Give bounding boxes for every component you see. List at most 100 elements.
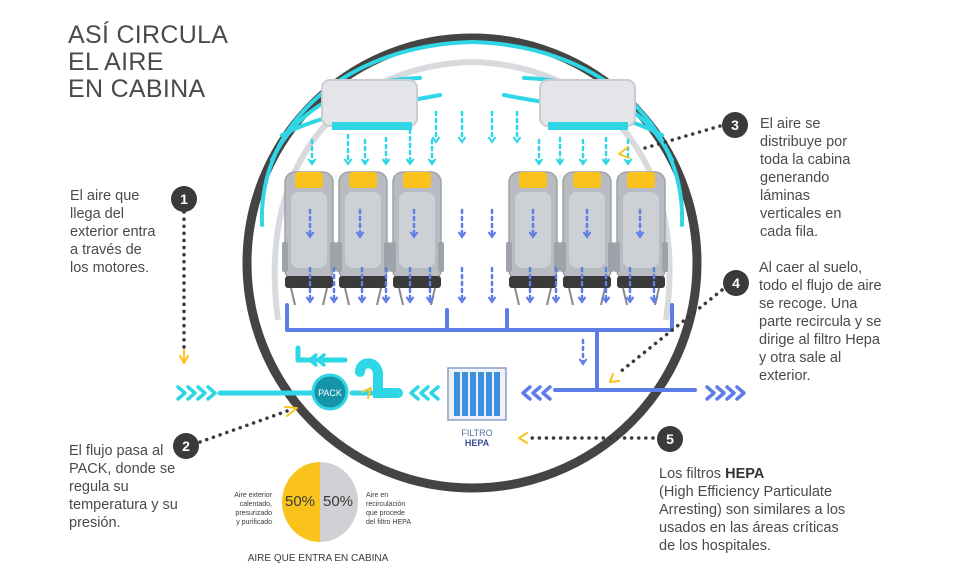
pack-label: PACK (318, 388, 342, 398)
step-4-text: Al caer al suelo, todo el flujo de aire … (759, 259, 882, 385)
step-3-text: El aire se distribuye por toda la cabina… (760, 115, 850, 241)
air-arrow (409, 208, 419, 239)
air-arrow (427, 138, 437, 166)
step-5-text: Los filtros HEPA (High Efficiency Partic… (659, 465, 845, 555)
step-3-line: verticales en (760, 206, 842, 222)
step-5-pre: Los filtros (659, 466, 726, 482)
pie-exterior-slice (282, 462, 320, 542)
callout-lines (182, 124, 724, 444)
air-arrow (405, 266, 415, 304)
step-2-badge: 2 (173, 433, 199, 459)
seat (336, 171, 390, 306)
air-arrow (601, 266, 611, 304)
step-5-line: de los hospitales. (659, 538, 772, 554)
air-arrow (431, 110, 441, 144)
air-arrow (528, 208, 538, 239)
step-5-badge: 5 (657, 426, 683, 452)
page-title: ASÍ CIRCULA EL AIRE EN CABINA (68, 22, 228, 103)
pie-recirc-desc-line: Aire en (366, 492, 388, 499)
title-line-1: ASÍ CIRCULA (68, 21, 229, 49)
air-arrow (329, 266, 339, 304)
step-1-line: exterior entra (70, 224, 156, 240)
air-arrow (601, 136, 611, 166)
step-5-line: usados en las áreas críticas (659, 520, 839, 536)
step-1-line: a través de (70, 242, 142, 258)
step-2-text: El flujo pasa al PACK, donde se regula s… (69, 442, 178, 532)
air-arrow (578, 338, 588, 366)
step-2-line: regula su (69, 479, 129, 495)
air-arrow (355, 208, 365, 239)
pack-unit (311, 373, 349, 411)
step-3-line: generando (760, 170, 830, 186)
title-line-3: EN CABINA (68, 75, 206, 103)
air-arrow (405, 128, 415, 166)
step-3-line: toda la cabina (760, 152, 851, 168)
step-4-line: se recoge. Una (759, 296, 858, 312)
step-1-line: los motores. (70, 260, 149, 276)
floor-return-duct (285, 303, 697, 392)
pie-recirc-desc-line: del filtro HEPA (366, 519, 411, 526)
step-3-line: El aire se (760, 116, 821, 132)
step-3-line: cada fila. (760, 224, 819, 240)
step-2-line: El flujo pasa al (69, 443, 164, 459)
air-arrow (381, 266, 391, 304)
step-5-line-1: Los filtros HEPA (659, 465, 845, 483)
air-arrow (457, 208, 467, 239)
step-4-line: todo el flujo de aire (759, 278, 882, 294)
air-arrow (487, 266, 497, 304)
step-3-line: distribuye por (760, 134, 848, 150)
air-arrow (551, 266, 561, 304)
air-arrow (582, 208, 592, 239)
title-line-2: EL AIRE (68, 48, 164, 76)
air-arrow (305, 208, 315, 239)
pie-exterior-desc-line: calentado, (240, 501, 272, 508)
step-1-line: El aire que (70, 188, 140, 204)
pie-recirc-slice (320, 462, 358, 542)
step-4-badge: 4 (723, 270, 749, 296)
air-arrow (357, 266, 367, 304)
overhead-bin-left (321, 79, 418, 130)
step-5-line: (High Efficiency Particulate (659, 484, 833, 500)
recirc-chevrons (521, 385, 746, 401)
step-5-line: Arresting) son similares a los (659, 502, 846, 518)
seat (614, 171, 668, 306)
air-arrow (457, 110, 467, 144)
air-arrow (578, 138, 588, 166)
air-mix-pie: 50% 50% (282, 462, 358, 542)
pie-exterior-desc-line: presurizado (235, 510, 272, 517)
step-4-line: parte recircula y se (759, 314, 882, 330)
pie-recirc-desc-line: recirculación (366, 501, 405, 508)
step-3-badge: 3 (722, 112, 748, 138)
filter-label-line2: HEPA (465, 438, 490, 448)
step-2-line: PACK, donde se (69, 461, 176, 477)
air-arrow (577, 266, 587, 304)
step-4-line: exterior. (759, 368, 811, 384)
air-arrow (625, 266, 635, 304)
step-1-line: llega del (70, 206, 125, 222)
air-arrow (425, 266, 435, 304)
filter-label-line1: FILTRO (461, 428, 492, 438)
seat (390, 171, 444, 306)
air-arrow (457, 266, 467, 304)
overhead-bin-right (539, 79, 636, 130)
step-4-line: y otra sale al (759, 350, 842, 366)
pie-recirc-pct: 50% (323, 493, 353, 510)
step-4-line: Al caer al suelo, (759, 260, 863, 276)
air-arrow (635, 208, 645, 239)
pie-exterior-pct: 50% (285, 493, 315, 510)
pack-outlet-pipe (355, 358, 403, 398)
step-2-line: temperatura y su (69, 497, 178, 513)
air-arrow (649, 266, 659, 304)
air-arrow (487, 110, 497, 144)
step-1-text: El aire que llega del exterior entra a t… (70, 187, 155, 277)
air-arrow (534, 138, 544, 166)
step-2-line: presión. (69, 515, 121, 531)
air-arrow (305, 266, 315, 304)
air-arrow (360, 138, 370, 166)
hepa-filter (447, 367, 507, 421)
airflow-arrows (305, 110, 659, 366)
step-5-bold: HEPA (725, 466, 765, 482)
step-1-badge: 1 (171, 186, 197, 212)
intake-chevrons (176, 353, 440, 401)
pie-exterior-desc: Aire exterior calentado, presurizado y p… (234, 492, 272, 526)
